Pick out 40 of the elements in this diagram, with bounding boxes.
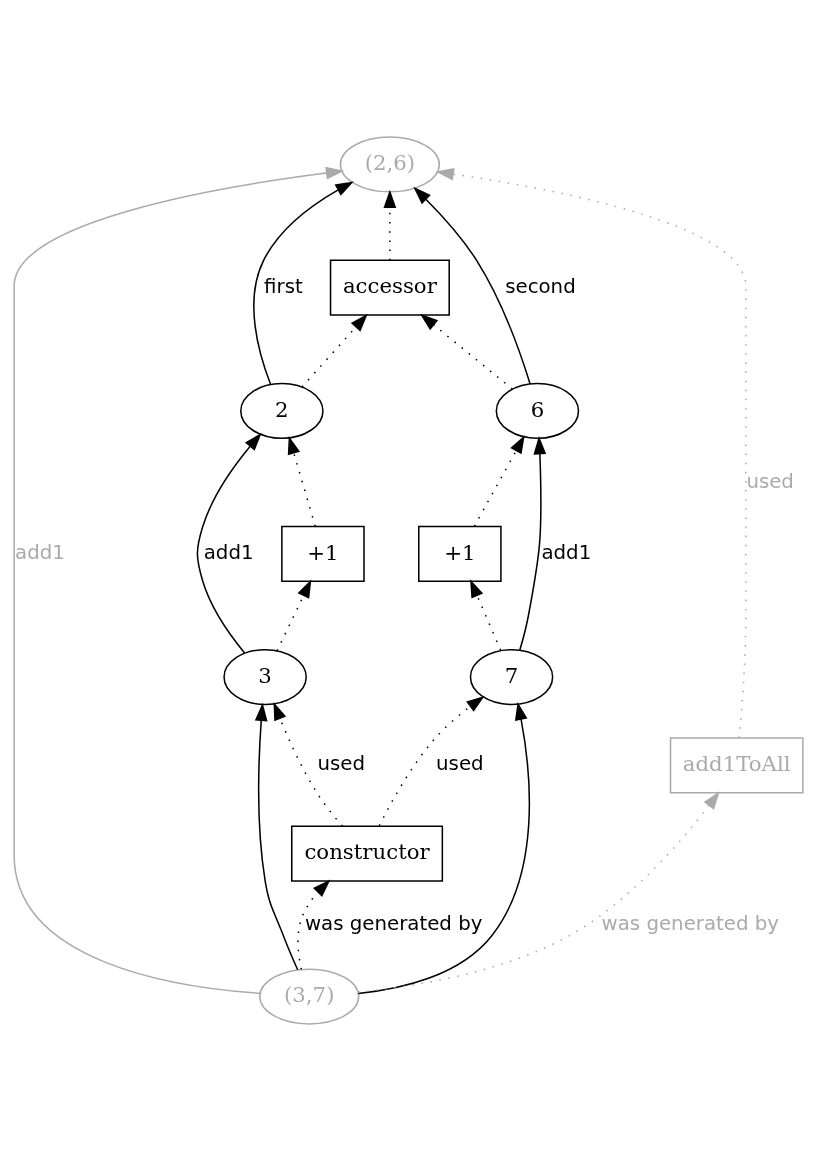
arrow xyxy=(253,180,354,385)
arrow xyxy=(297,879,331,970)
node-ellipse: (3,7) xyxy=(259,967,360,1025)
edge-label: second xyxy=(505,274,576,298)
arrow xyxy=(254,702,299,971)
node-box: accessor xyxy=(329,259,450,316)
edge-label: add1 xyxy=(15,540,65,564)
node-ellipse: 3 xyxy=(223,648,307,705)
edge-label: used xyxy=(746,469,794,493)
arrow xyxy=(276,578,312,651)
node-box: +1 xyxy=(418,525,502,582)
arrow xyxy=(301,313,368,388)
arrow xyxy=(413,186,531,385)
arrow xyxy=(383,189,397,261)
arrow xyxy=(357,790,720,993)
arrow xyxy=(435,167,747,738)
node-box: constructor xyxy=(291,824,444,882)
edge-label: was generated by xyxy=(304,911,483,935)
arrow xyxy=(419,313,514,390)
edge-label: used xyxy=(317,751,365,775)
arrow xyxy=(196,432,262,653)
node-ellipse: 2 xyxy=(240,382,324,439)
node-box: +1 xyxy=(281,525,365,582)
arrow xyxy=(13,166,345,994)
node-ellipse: 6 xyxy=(495,382,580,439)
arrow xyxy=(378,695,485,826)
edge-label: add1 xyxy=(203,540,254,564)
edge-label: was generated by xyxy=(601,911,780,935)
arrow xyxy=(473,434,525,527)
arrow xyxy=(519,435,547,651)
edge-label: first xyxy=(264,274,303,298)
arrow xyxy=(470,578,502,651)
node-ellipse: 7 xyxy=(469,648,554,705)
edge-label: add1 xyxy=(541,540,592,564)
node-ellipse: (2,6) xyxy=(339,135,441,193)
arrow xyxy=(287,435,316,527)
node-box: add1ToAll xyxy=(669,736,804,793)
edge-label: used xyxy=(436,751,484,775)
arrow xyxy=(273,701,344,827)
arrow xyxy=(357,701,531,994)
